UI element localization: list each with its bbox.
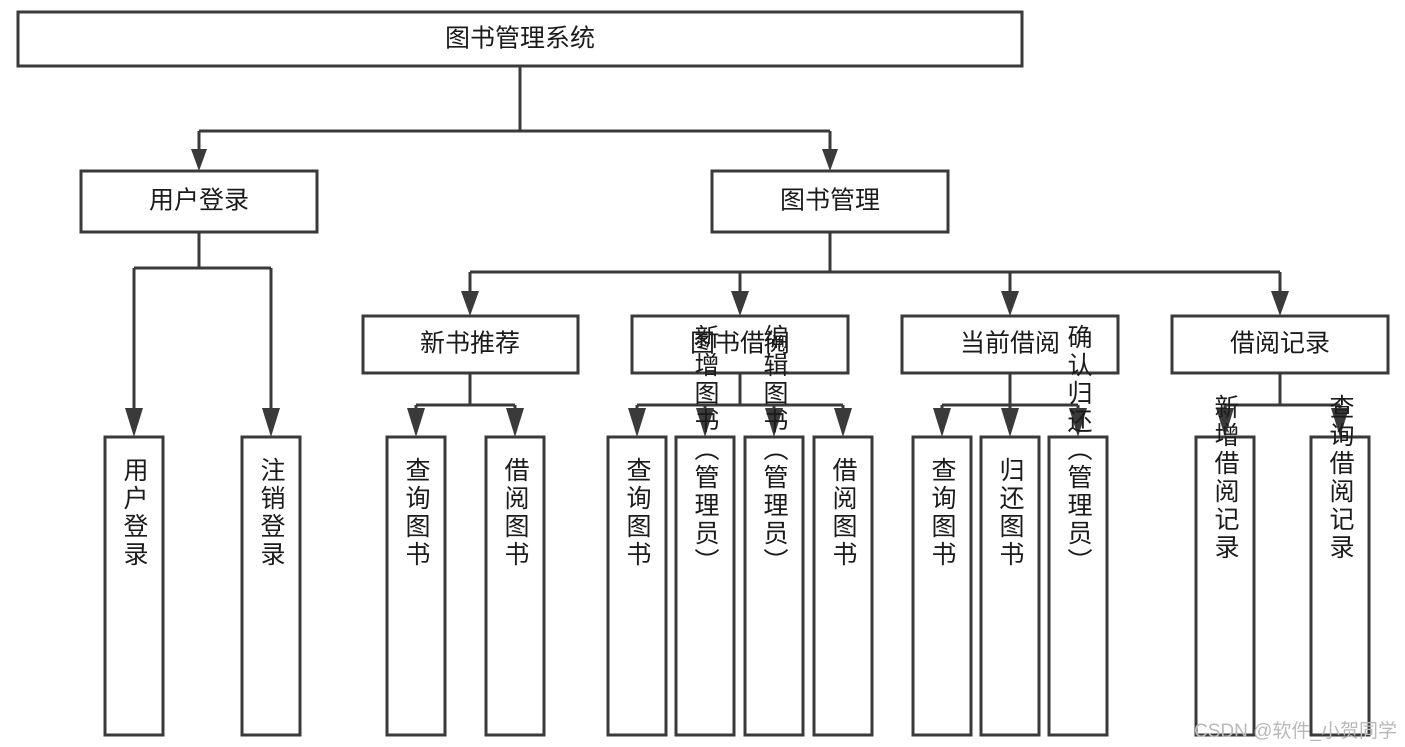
arrowhead-currentborrow-leaf-2 <box>1001 408 1019 437</box>
leaf-currentborrow-2-box <box>979 435 1041 737</box>
borrow-record-box <box>1170 314 1390 375</box>
edge-bookborrow-to-bus <box>635 373 845 412</box>
leaf-bookborrow-1-box <box>606 435 668 737</box>
leaf-node-borrow-book-recommend[interactable]: 借阅图书 <box>484 435 546 737</box>
leaf-bookborrow-3-box <box>743 435 805 737</box>
leaf-borrowrecord-1-box <box>1194 435 1256 737</box>
user-login-label: 用户登录 <box>149 187 249 215</box>
arrowhead-bookborrow-leaf-3 <box>765 408 783 437</box>
leaf-newbook-1-label: 查询图书 <box>402 457 431 569</box>
leaf-bookborrow-2-label: 新增图书（管理员） <box>691 324 720 576</box>
current-borrow-label: 当前借阅 <box>960 330 1060 358</box>
leaf-newbook-1-box <box>385 435 447 737</box>
edge-userlogin-to-bus <box>132 232 273 412</box>
leaf-logout-box <box>240 435 302 737</box>
root-label: 图书管理系统 <box>445 25 595 53</box>
leaf-node-query-borrow-record[interactable]: 查询借阅记录 <box>1309 394 1371 737</box>
arrowhead-newbook-leaf-1 <box>407 408 425 437</box>
user-login-box <box>79 169 319 234</box>
leaf-newbook-2-label: 借阅图书 <box>501 457 530 569</box>
leaf-user-login-box <box>103 435 165 737</box>
edge-newbook-to-bus <box>414 373 517 412</box>
book-management-label: 图书管理 <box>780 187 880 215</box>
leaf-user-login-label: 用户登录 <box>120 457 149 569</box>
leaf-bookborrow-2-box <box>674 435 736 737</box>
node-book-management[interactable]: 图书管理 <box>710 169 950 234</box>
leaf-borrowrecord-2-label: 查询借阅记录 <box>1326 394 1355 562</box>
node-current-borrow[interactable]: 当前借阅 <box>900 314 1120 375</box>
connector-layer <box>125 66 1349 437</box>
arrowhead-bookborrow-leaf-4 <box>834 408 852 437</box>
edge-currentborrow-to-bus <box>940 373 1080 412</box>
current-borrow-box <box>900 314 1120 375</box>
node-user-login[interactable]: 用户登录 <box>79 169 319 234</box>
leaf-newbook-2-box <box>484 435 546 737</box>
arrowhead-borrowrecord-leaf-2 <box>1331 408 1349 437</box>
leaf-bookborrow-4-box <box>812 435 874 737</box>
leaf-node-edit-book-admin[interactable]: 编辑图书（管理员） <box>743 324 805 737</box>
arrowhead-bookborrow-leaf-2 <box>696 408 714 437</box>
edge-borrowrecord-to-bus <box>1223 373 1342 412</box>
leaf-logout-label: 注销登录 <box>257 457 286 569</box>
leaf-node-query-book-recommend[interactable]: 查询图书 <box>385 435 447 737</box>
book-management-box <box>710 169 950 234</box>
leaf-currentborrow-1-label: 查询图书 <box>928 457 957 569</box>
leaf-node-query-book-current[interactable]: 查询图书 <box>911 435 973 737</box>
new-book-recommend-label: 新书推荐 <box>420 330 520 358</box>
edge-root-to-bus <box>197 66 832 158</box>
borrow-record-label: 借阅记录 <box>1230 330 1330 358</box>
leaf-bookborrow-3-label: 编辑图书（管理员） <box>760 324 789 576</box>
edge-bookmanage-to-bus <box>468 232 1282 300</box>
arrowhead-to-current-borrow <box>1001 291 1019 316</box>
leaf-bookborrow-1-label: 查询图书 <box>623 457 652 569</box>
arrowhead-newbook-leaf-2 <box>506 408 524 437</box>
leaf-node-borrow-book[interactable]: 借阅图书 <box>812 435 874 737</box>
leaf-node-add-book-admin[interactable]: 新增图书（管理员） <box>674 324 736 737</box>
leaf-borrowrecord-1-label: 新增借阅记录 <box>1211 394 1240 562</box>
book-borrow-box <box>630 314 850 375</box>
leaf-currentborrow-2-label: 归还图书 <box>996 457 1025 569</box>
arrowhead-bookborrow-leaf-1 <box>628 408 646 437</box>
arrowhead-to-new-book <box>461 291 479 316</box>
leaf-currentborrow-3-box <box>1047 435 1109 737</box>
leaf-borrowrecord-2-box <box>1309 435 1371 737</box>
arrowhead-to-book-borrow <box>731 291 749 316</box>
book-borrow-label: 图书借阅 <box>690 330 790 358</box>
node-book-borrow[interactable]: 图书借阅 <box>630 314 850 375</box>
leaf-node-query-book-borrow[interactable]: 查询图书 <box>606 435 668 737</box>
node-root-book-management-system[interactable]: 图书管理系统 <box>16 10 1024 68</box>
arrowhead-to-borrow-record <box>1271 291 1289 316</box>
arrowhead-currentborrow-leaf-3 <box>1069 408 1087 437</box>
arrowhead-to-book-manage <box>822 149 838 171</box>
leaf-node-add-borrow-record[interactable]: 新增借阅记录 <box>1194 394 1256 737</box>
leaf-currentborrow-1-box <box>911 435 973 737</box>
arrowhead-to-leaf-logout <box>262 408 280 437</box>
leaf-node-confirm-return-admin[interactable]: 确认归还（管理员） <box>1047 324 1109 737</box>
arrowhead-currentborrow-leaf-1 <box>933 408 951 437</box>
arrowhead-to-leaf-user-login <box>125 408 143 437</box>
leaf-node-user-login[interactable]: 用户登录 <box>103 435 165 737</box>
arrowhead-to-user-login <box>191 149 207 171</box>
leaf-bookborrow-4-label: 借阅图书 <box>829 457 858 569</box>
arrowhead-borrowrecord-leaf-1 <box>1216 408 1234 437</box>
leaf-node-logout[interactable]: 注销登录 <box>240 435 302 737</box>
leaf-currentborrow-3-label: 确认归还（管理员） <box>1064 324 1093 576</box>
leaf-node-return-book[interactable]: 归还图书 <box>979 435 1041 737</box>
node-borrow-record[interactable]: 借阅记录 <box>1170 314 1390 375</box>
new-book-recommend-box <box>361 314 580 375</box>
root-box <box>16 10 1024 68</box>
node-new-book-recommend[interactable]: 新书推荐 <box>361 314 580 375</box>
